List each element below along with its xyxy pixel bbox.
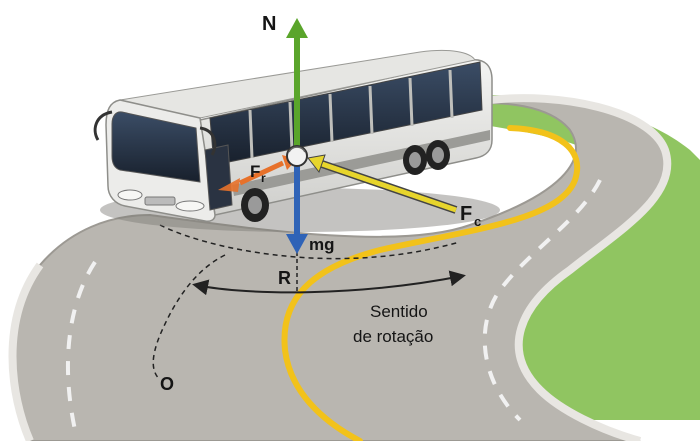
radius-guide <box>152 254 226 381</box>
road <box>8 94 672 441</box>
svg-text:c: c <box>474 214 481 229</box>
rotation-label-line1: Sentido <box>370 302 428 321</box>
svg-text:F: F <box>460 203 472 225</box>
svg-text:r: r <box>261 171 266 185</box>
normal-force-vector <box>286 18 308 150</box>
rear-wheels <box>403 140 450 175</box>
svg-text:F: F <box>250 162 260 181</box>
circular-path <box>159 224 461 260</box>
weight-force-vector <box>286 160 308 254</box>
rotation-label-line2: de rotação <box>353 327 433 346</box>
normal-force-label: N <box>262 13 276 35</box>
front-wheel <box>241 188 269 222</box>
rotation-arrow <box>192 270 466 296</box>
centripetal-force-vector <box>307 154 458 214</box>
road-centerline <box>281 125 581 441</box>
weight-label: mg <box>309 235 335 254</box>
bus <box>93 49 500 232</box>
center-label: O <box>160 374 174 394</box>
radius-label: R <box>278 268 291 288</box>
friction-label: F r <box>250 162 266 185</box>
centripetal-label: F c <box>460 203 481 229</box>
center-of-mass <box>286 145 308 167</box>
